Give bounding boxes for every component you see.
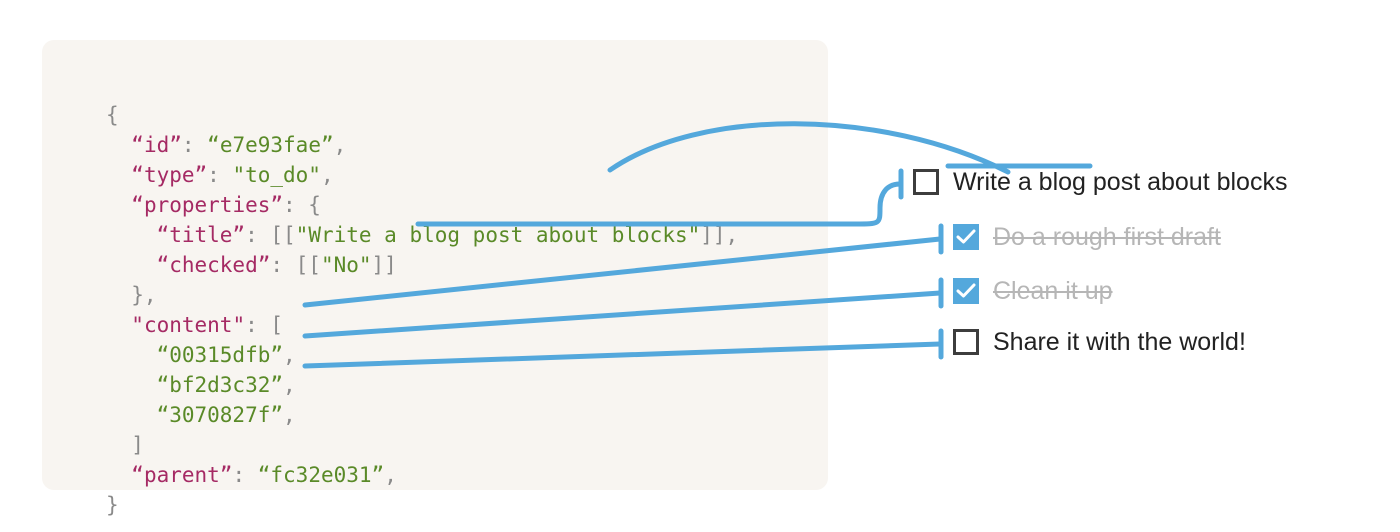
json-code-block: { “id”: “e7e93fae”, “type”: "to_do", “pr… (106, 100, 738, 520)
checkbox-unchecked-icon[interactable] (913, 169, 939, 195)
code-line: }, (106, 283, 157, 307)
code-line: “parent”: “fc32e031”, (131, 463, 397, 487)
code-line: “3070827f”, (156, 403, 296, 427)
list-item[interactable]: Write a blog post about blocks (913, 165, 1287, 199)
checkbox-checked-icon[interactable] (953, 278, 979, 304)
list-item-label: Do a rough first draft (993, 222, 1221, 251)
code-line: “title”: [["Write a blog post about bloc… (156, 223, 739, 247)
code-line: } (106, 493, 119, 517)
code-line: "content": [ (131, 313, 284, 337)
checkbox-unchecked-icon[interactable] (953, 329, 979, 355)
code-line: ] (106, 433, 144, 457)
code-line: “id”: “e7e93fae”, (131, 133, 347, 157)
list-item-label: Share it with the world! (993, 327, 1246, 356)
code-line: { (106, 103, 119, 127)
list-item[interactable]: Do a rough first draft (953, 220, 1221, 254)
list-item[interactable]: Share it with the world! (953, 325, 1246, 359)
code-line: “checked”: [["No"]] (156, 253, 397, 277)
list-item-label: Write a blog post about blocks (953, 167, 1288, 196)
json-code-panel: { “id”: “e7e93fae”, “type”: "to_do", “pr… (42, 40, 828, 517)
code-line: “00315dfb”, (156, 343, 296, 367)
list-item-label: Clean it up (993, 276, 1113, 305)
code-line: “properties”: { (131, 193, 321, 217)
list-item[interactable]: Clean it up (953, 274, 1113, 308)
code-line: “bf2d3c32”, (156, 373, 296, 397)
code-line: “type”: "to_do", (131, 163, 334, 187)
checkbox-checked-icon[interactable] (953, 224, 979, 250)
